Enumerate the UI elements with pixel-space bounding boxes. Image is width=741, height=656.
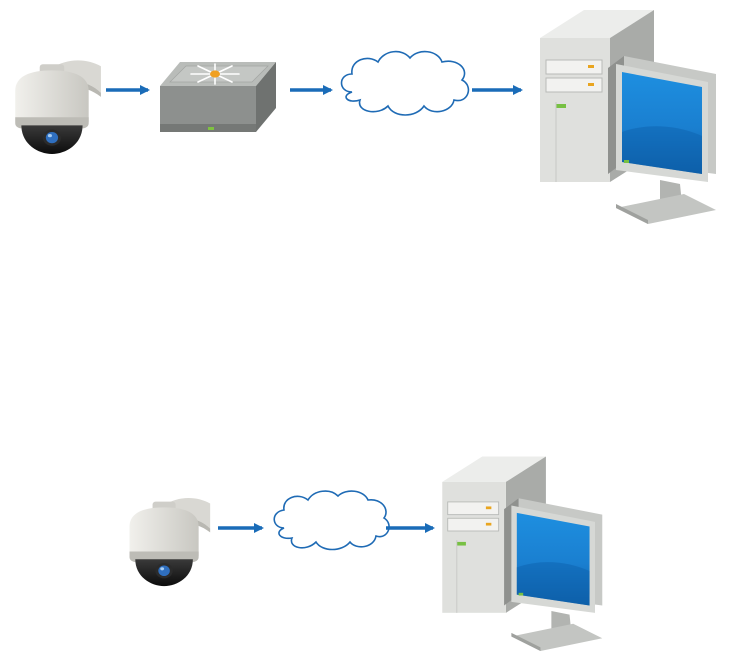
network-switch-icon bbox=[160, 60, 276, 132]
cloud-network-icon bbox=[274, 491, 389, 549]
ptz-camera-icon bbox=[15, 60, 101, 154]
ptz-camera-icon bbox=[130, 498, 211, 586]
cloud-network-icon bbox=[342, 52, 469, 115]
scenario-camera-internet-pc bbox=[130, 456, 603, 651]
scenario-camera-switch-internet-pc bbox=[15, 10, 716, 224]
desktop-computer-icon bbox=[442, 456, 602, 651]
desktop-computer-icon bbox=[540, 10, 716, 224]
